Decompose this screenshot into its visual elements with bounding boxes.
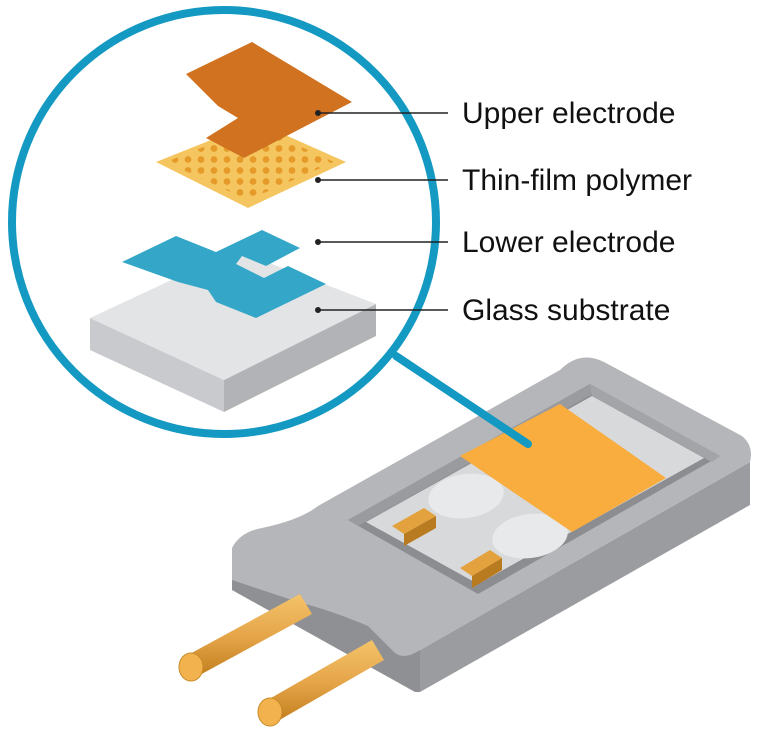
zoom-connector: [392, 352, 532, 448]
label-glass-substrate: Glass substrate: [462, 294, 670, 327]
connector-pins: [178, 594, 384, 727]
internal-contacts: [392, 508, 502, 588]
lower-electrode-layer: [122, 230, 326, 318]
label-thin-film-polymer: Thin-film polymer: [462, 164, 692, 197]
label-upper-electrode: Upper electrode: [462, 97, 675, 130]
leader-lines: [315, 110, 448, 313]
pin-right: [257, 640, 384, 727]
thin-film-polymer-layer: [156, 122, 346, 208]
label-lower-electrode: Lower electrode: [462, 226, 675, 259]
housing-front-face: [420, 462, 750, 692]
sensing-discs: [428, 473, 568, 559]
exploded-layers: [90, 42, 376, 412]
upper-electrode-layer: [186, 42, 352, 158]
layer-labels: Upper electrode Thin-film polymer Lower …: [462, 97, 692, 327]
pin-left: [178, 594, 312, 682]
